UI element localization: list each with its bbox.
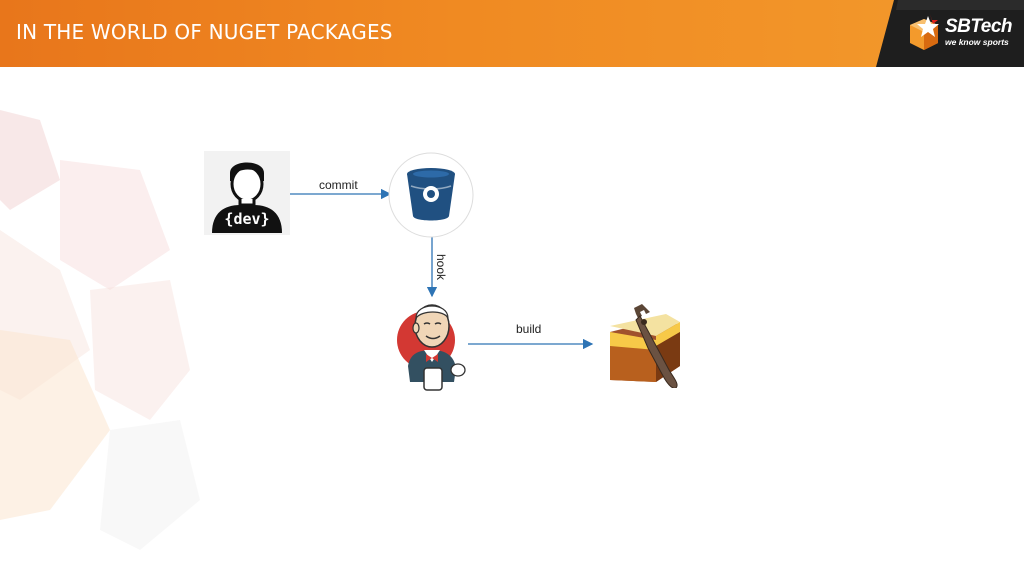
- edge-label-commit: commit: [319, 178, 358, 192]
- cake-build-icon: [606, 302, 686, 388]
- bitbucket-node: [388, 152, 474, 238]
- edge-label-hook: hook: [434, 254, 448, 280]
- edge-label-build: build: [516, 322, 541, 336]
- developer-badge: {dev}: [224, 210, 270, 228]
- cake-node: [606, 302, 686, 388]
- bitbucket-bucket-icon: [388, 152, 474, 238]
- jenkins-butler-icon: [396, 296, 468, 394]
- jenkins-node: [396, 296, 468, 394]
- developer-node: {dev}: [204, 151, 290, 235]
